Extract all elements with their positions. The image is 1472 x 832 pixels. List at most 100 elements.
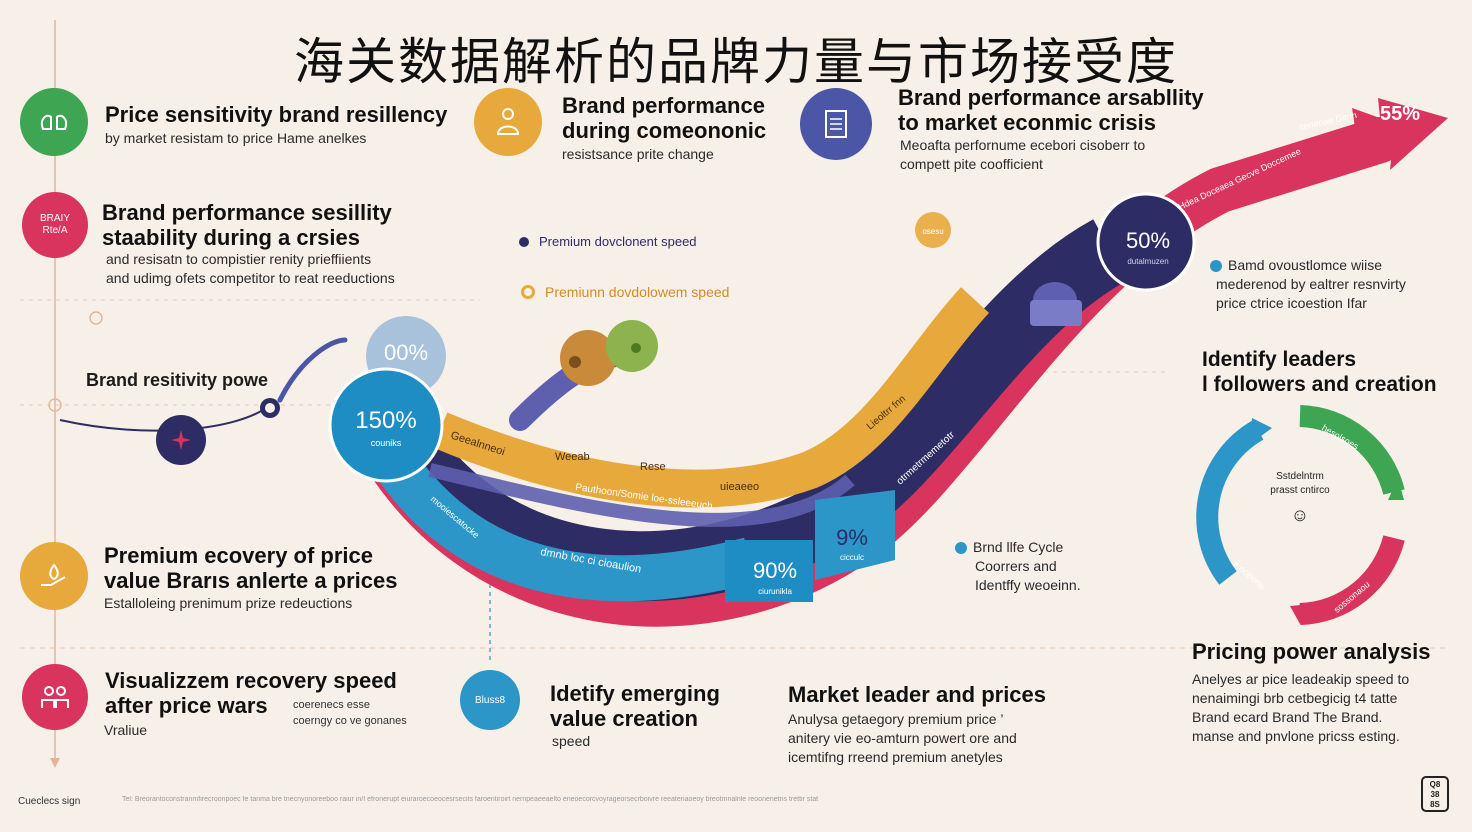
lifecycle-line-1: Brnd llfe Cycle (973, 539, 1064, 555)
block-crisis-body-line-2: compett pite coofficient (900, 156, 1043, 172)
block-comeononic-body: resistsance prite change (562, 146, 714, 162)
wave-band-purple (428, 463, 855, 527)
lungs-icon (20, 88, 88, 156)
right-note-line-3: price ctrice icoestion Ifar (1216, 295, 1367, 311)
legend-dot-icon (521, 285, 535, 299)
block-comeononic-title: Brand performance during comeononic (562, 93, 766, 143)
block-stability-body-line-1: and resisatn to compistier renity prieff… (106, 251, 372, 267)
bubble-50-label: dutalmuzen (1127, 257, 1168, 266)
block-stability-title: Brand performance sesillity staability d… (102, 200, 392, 250)
pricing-line-1: Anelyes ar pice leadeakip speed to (1192, 671, 1410, 687)
cycle-segment-green (1299, 405, 1405, 495)
cycle-center-line-1: Sstdelntrm (1276, 471, 1324, 482)
orange-badge (915, 212, 951, 248)
bubble-50 (1096, 192, 1196, 292)
block-9-label: cicculc (840, 553, 864, 562)
legend-item-2: Premiunn dovdolowem speed (521, 284, 729, 300)
block-recovery-speed-body: Vraliue (104, 722, 148, 738)
block-9 (815, 490, 895, 580)
block-premium-recovery-title-line-2: value Brarıs anlerte a prices (104, 568, 398, 593)
cycle-center: Sstdelntrm prasst cntirco ☺ (1250, 470, 1350, 525)
block-90-value: 90% (753, 558, 797, 583)
block-recovery-speed-title-line-2: after price wars (105, 693, 268, 718)
bluss-badge-text: Bluss8 (474, 694, 505, 706)
qr-line-3: 8S (1430, 800, 1440, 809)
block-stability-body: and resisatn to compistier renity prieff… (106, 250, 395, 288)
band-label: Rese (640, 461, 666, 473)
block-90-label: ciurunikla (758, 587, 792, 596)
bubble-150-label: couniks (371, 438, 402, 448)
block-premium-recovery-title-line-1: Premium ecovery of price (104, 543, 374, 568)
block-crisis-title-line-1: Brand performance arsabllity (898, 85, 1204, 110)
block-price-sensitivity-title: Price sensitivity brand resillency (105, 102, 448, 127)
timeline-arrow-icon (50, 758, 60, 768)
block-recovery-speed-title: Visualizzem recovery speed after price w… (105, 668, 397, 718)
block-recovery-side-line-2: coerngy co ve gonanes (293, 715, 407, 727)
block-premium-recovery-body: Estalloleing prenimum prize redeuctions (104, 595, 353, 611)
block-emerging-body: speed (552, 733, 591, 749)
block-price-sensitivity-subtitle: by market resistam to price Hame anelkes (105, 130, 367, 146)
block-crisis-title: Brand performance arsabllity to market e… (898, 85, 1204, 135)
block-emerging-title: Idetify emerging value creation (550, 681, 720, 731)
legend-label-1: Premium dovclonent speed (539, 234, 697, 249)
cycle-arrow-icon (1388, 478, 1404, 500)
connector-node-inner (265, 403, 275, 413)
band-label: uieaeeo (720, 481, 759, 493)
block-market-leader-body: Anulysa getaegory premium price ’ aniter… (788, 710, 1017, 767)
guide-dot (48, 398, 62, 412)
pricing-line-3: Brand ecard Brand The Brand. (1192, 709, 1383, 725)
block-crisis-body: Meoafta perfornume ecebori cisoberr to c… (900, 136, 1145, 174)
connector-stem (277, 337, 348, 403)
cycle-arrow-icon (1290, 604, 1312, 624)
qr-line-1: Q8 (1429, 780, 1441, 789)
wave-arrow-head-icon (1352, 98, 1448, 170)
block-comeononic-title-line-2: during comeononic (562, 118, 767, 143)
lifecycle-dot-icon (955, 541, 967, 554)
qr-line-2: 38 (1430, 790, 1440, 799)
orange-badge-text: osesu (922, 227, 943, 236)
block-9-value: 9% (836, 525, 868, 550)
block-stability-title-line-1: Brand performance sesillity (102, 200, 392, 225)
page-title: 海关数据解析的品牌力量与市场接受度 (294, 33, 1178, 91)
block-recovery-speed-title-line-1: Visualizzem recovery speed (105, 668, 397, 693)
leaders-title-line-2: l followers and creation (1202, 373, 1437, 396)
wave-band-blue (360, 428, 756, 602)
pricing-power-body: Anelyes ar pice leadeakip speed to nenai… (1192, 670, 1409, 746)
cycle-arrow-icon (1250, 418, 1272, 444)
pricing-power-title: Pricing power analysis (1192, 639, 1431, 664)
bluss-badge-icon: Bluss8 (460, 670, 520, 730)
right-note-line-1: Bamd ovoustlomce wiise (1228, 257, 1383, 273)
bubble-150-value: 150% (355, 407, 416, 434)
cycle-center-line-2: prasst cntirco (1270, 485, 1330, 496)
block-crisis-title-line-2: to market econmic crisis (898, 110, 1157, 135)
market-leader-line-2: anitery vie eo-amturn powert ore and (788, 730, 1017, 746)
leaders-title: Identify leaders l followers and creatio… (1202, 347, 1437, 397)
block-emerging-title-line-1: Idetify emerging (550, 681, 720, 706)
figure-icon (474, 88, 542, 156)
brand-resitivity-label: Brand resitivity powe (86, 370, 269, 390)
lifecycle-line-3: Identffy weoeinn. (975, 577, 1081, 593)
lifecycle-line-2: Coorrers and (975, 558, 1057, 574)
legend-dot-icon (519, 236, 529, 247)
lifecycle-line-1-wrap: Brnd llfe Cycle (955, 538, 1081, 557)
note-dot-icon (1210, 259, 1222, 272)
bubble-50-value: 50% (1126, 228, 1170, 253)
device-illustration-icon (1030, 282, 1082, 326)
market-leader-line-1: Anulysa getaegory premium price ’ (788, 711, 1004, 727)
right-note-line-2: mederenod by ealtrer resnvirty (1216, 276, 1406, 292)
qr-code-icon: Q8 38 8S (1421, 776, 1449, 812)
wave-band-orange (432, 287, 990, 508)
sparkle-node-icon (156, 415, 206, 465)
block-market-leader-title: Market leader and prices (788, 682, 1047, 707)
right-note: Bamd ovoustlomce wiise mederenod by ealt… (1210, 256, 1406, 313)
block-crisis-body-line-1: Meoafta perfornume ecebori cisoberr to (900, 137, 1146, 153)
cycle-segment-blue (1196, 420, 1264, 585)
people-icon (22, 664, 88, 730)
bubble-150 (328, 367, 444, 483)
cycle-segment-pink (1299, 535, 1405, 625)
lifecycle-note: Brnd llfe Cycle Coorrers and Identffy we… (955, 538, 1081, 595)
person-icon: ☺ (1290, 505, 1310, 525)
block-comeononic-title-line-1: Brand performance (562, 93, 765, 118)
pricing-line-2: nenaimingi brb cetbegicig t4 tatte (1192, 690, 1398, 706)
